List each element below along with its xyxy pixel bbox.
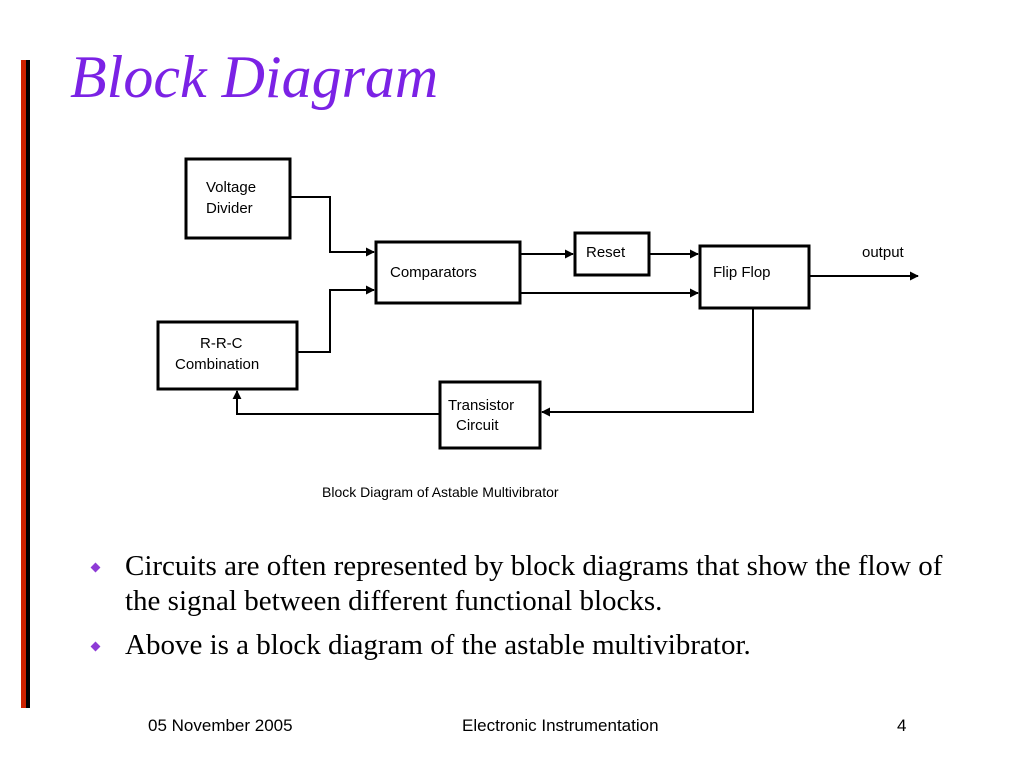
footer-date: 05 November 2005: [148, 716, 293, 735]
rrc-to-comparators-arrow: [297, 285, 375, 353]
rrc-combination-block: [156, 320, 299, 391]
slide-title: Block Diagram: [70, 44, 439, 110]
output-label: output: [862, 244, 905, 261]
reset-label: Reset: [586, 244, 626, 261]
diagram-caption: Block Diagram of Astable Multivibrator: [322, 484, 559, 500]
flip-flop-block: [698, 244, 811, 310]
flip-flop-label: Flip Flop: [713, 264, 771, 281]
side-accent-bar: [21, 60, 30, 708]
comparators-block: [374, 240, 522, 305]
footer-page-number: 4: [897, 716, 907, 735]
bullet-item: Above is a block diagram of the astable …: [90, 628, 972, 663]
flip-flop-to-transistor-arrow: [541, 308, 754, 417]
transistor-circuit-block: [438, 380, 542, 450]
diamond-bullet-icon: [90, 641, 101, 652]
diamond-bullet-icon: [90, 562, 101, 573]
rrc-combination-label: R-R-C Combination: [175, 335, 259, 373]
transistor-circuit-label: Transistor Circuit: [448, 397, 518, 434]
voltage-divider-label: Voltage Divider: [206, 179, 260, 217]
voltage-divider-block: [184, 157, 292, 240]
bullet-list: Circuits are often represented by block …: [90, 549, 972, 671]
transistor-to-rrc-arrow: [232, 390, 440, 415]
voltage-divider-to-comparators-arrow: [290, 196, 375, 257]
bullet-text: Above is a block diagram of the astable …: [125, 628, 751, 661]
side-bar-red-stripe: [21, 60, 26, 708]
side-bar-black-stripe: [26, 60, 30, 708]
bullet-text: Circuits are often represented by block …: [125, 550, 943, 618]
comparators-label: Comparators: [390, 264, 477, 281]
bullet-item: Circuits are often represented by block …: [90, 549, 972, 620]
footer-course-title: Electronic Instrumentation: [462, 716, 659, 735]
reset-block: [573, 231, 651, 277]
